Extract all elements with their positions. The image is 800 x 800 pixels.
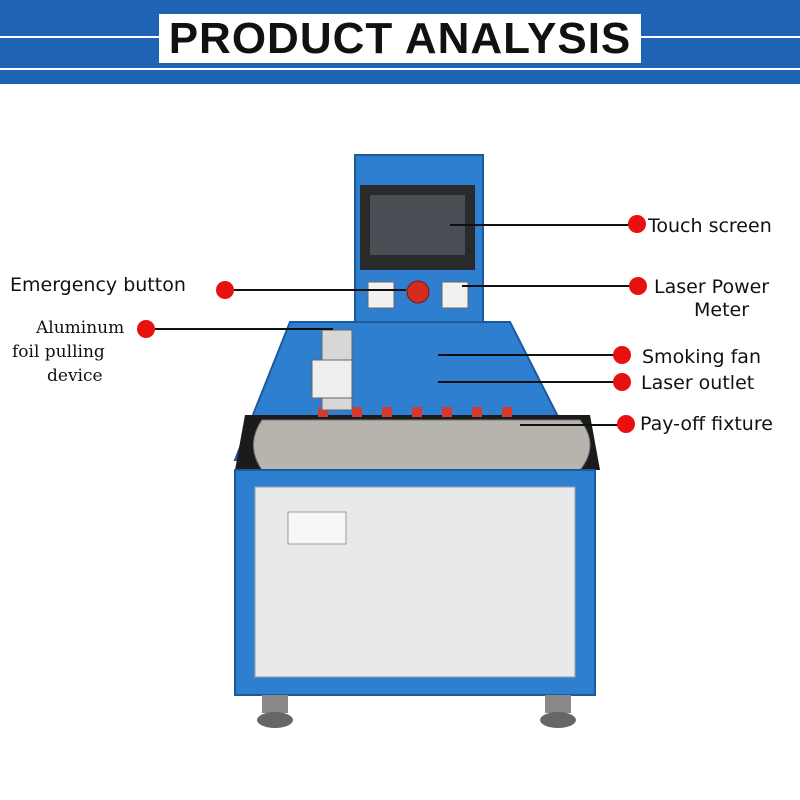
label-laser-power-meter-1: Laser Power [654, 276, 770, 298]
label-aluminum-1: Aluminum [36, 318, 125, 338]
leader-line [450, 224, 636, 226]
label-laser-power-meter-2: Meter [694, 299, 750, 321]
leader-line [520, 424, 624, 426]
callout-dot-laser-outlet [613, 373, 631, 391]
leader-line [234, 289, 406, 291]
header-banner: PRODUCT ANALYSIS [0, 0, 800, 84]
callout-dot-emergency-button [216, 281, 234, 299]
label-payoff-fixture: Pay-off fixture [640, 413, 773, 435]
label-laser-outlet: Laser outlet [641, 372, 755, 394]
label-emergency-button: Emergency button [10, 274, 186, 296]
callout-dot-payoff-fixture [617, 415, 635, 433]
touch-screen-display [370, 195, 465, 255]
emergency-button [406, 280, 430, 304]
label-aluminum-3: device [47, 366, 103, 386]
banner-stripe [0, 68, 800, 70]
callout-dot-laser-power-meter [629, 277, 647, 295]
leader-line [462, 285, 637, 287]
payoff-fixture [253, 419, 591, 471]
foot-left [262, 695, 288, 713]
laser-power-meter [441, 281, 469, 309]
callout-dot-smoking-fan [613, 346, 631, 364]
page-title: PRODUCT ANALYSIS [158, 14, 642, 63]
leader-line [438, 354, 620, 356]
callout-dot-aluminum-device [137, 320, 155, 338]
payoff-clamps [318, 407, 512, 417]
leader-line [438, 381, 620, 383]
label-aluminum-2: foil pulling [12, 342, 105, 362]
nameplate [287, 511, 347, 545]
label-smoking-fan: Smoking fan [642, 346, 761, 368]
label-touch-screen: Touch screen [648, 215, 772, 237]
foot-right [545, 695, 571, 713]
leader-line [155, 328, 333, 330]
ammeter [367, 281, 395, 309]
callout-dot-touch-screen [628, 215, 646, 233]
